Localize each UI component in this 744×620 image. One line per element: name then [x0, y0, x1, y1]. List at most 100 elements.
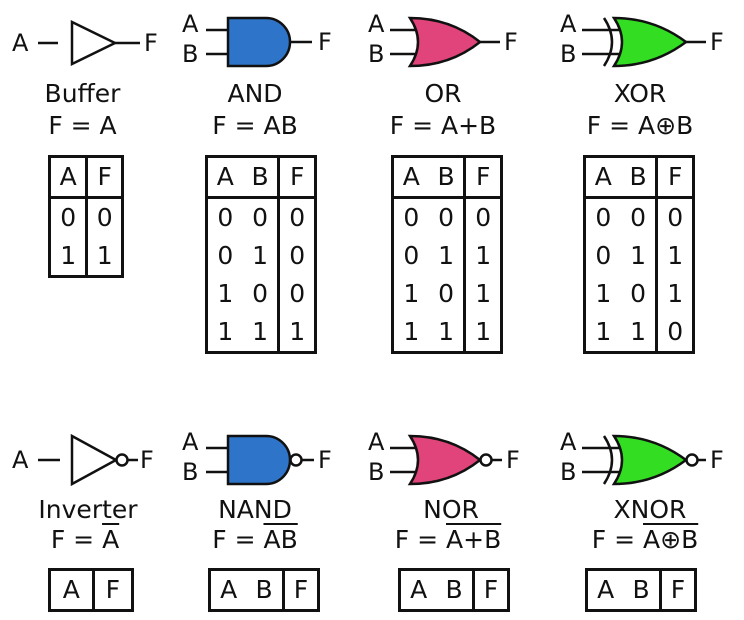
table-cell: 0 [252, 279, 268, 308]
table-header-row: A B F [206, 156, 316, 199]
table-cell: 1 [595, 317, 612, 346]
nand-input-b-label: B [182, 458, 199, 486]
table-header-f: F [471, 569, 509, 611]
table-header-a: A [220, 575, 238, 604]
table-header-row: A B F [210, 569, 319, 611]
table-cell: 0 [438, 203, 454, 232]
xor-name: XOR [613, 79, 667, 108]
table-cell: 0 [277, 275, 316, 313]
nand-gate: A B F [182, 430, 342, 490]
table-cell: 0 [217, 203, 234, 232]
table-cell: 1 [217, 317, 234, 346]
or-input-a-label: A [368, 10, 385, 38]
nand-formula-lhs: F = [212, 525, 264, 554]
xor-extra-curve [602, 17, 614, 67]
and-output-f-label: F [318, 28, 332, 56]
table-cell: 1 [277, 313, 316, 353]
table-cell: 0 [630, 279, 646, 308]
inverter-bubble [115, 453, 129, 467]
and-formula: F = AB [212, 111, 298, 140]
nand-input-a-label: A [182, 428, 199, 456]
xor-gate: A B F [560, 12, 730, 72]
xnor-symbol [582, 434, 706, 486]
nor-output-f-label: F [506, 446, 520, 474]
nand-name: NAND [218, 495, 292, 524]
nor-bubble [479, 453, 493, 467]
xnor-formula-lhs: F = [591, 525, 644, 554]
table-cell: 1 [463, 237, 502, 275]
nor-name: NOR [423, 495, 479, 524]
table-header-b: B [428, 156, 465, 199]
table-cell: 1 [630, 317, 646, 346]
table-header-row: A F [50, 569, 133, 611]
table-header-row: A F [49, 156, 123, 199]
xor-output-f-label: F [710, 28, 724, 56]
table-cell: 1 [630, 241, 646, 270]
nor-gate: A B F [368, 430, 528, 490]
nand-formula-rhs: AB [263, 525, 298, 554]
inverter-input-a-label: A [12, 446, 29, 474]
or-input-b-label: B [368, 40, 385, 68]
or-gate: A B F [368, 12, 528, 72]
table-cell: 1 [463, 275, 502, 313]
table-header-b: B [242, 156, 279, 199]
table-header-f: F [277, 156, 316, 199]
or-body [407, 16, 483, 68]
xnor-output-f-label: F [710, 446, 724, 474]
nand-output-f-label: F [318, 446, 332, 474]
xnor-formula-rhs: A⊕B [643, 525, 699, 554]
table-header-b: B [632, 575, 650, 604]
table-cell: 0 [60, 203, 77, 232]
table-header-b: B [445, 575, 463, 604]
table-cell: 1 [252, 317, 268, 346]
xor-symbol [582, 16, 706, 68]
table-header-f: F [85, 156, 123, 199]
xnor-gate: A B F [560, 430, 730, 490]
xnor-name: XNOR [613, 495, 687, 524]
nor-input-b-label: B [368, 458, 385, 486]
table-cell: 1 [403, 317, 420, 346]
and-input-a-label: A [182, 10, 199, 38]
inverter-gate: A F [12, 430, 162, 490]
table-header-a: A [410, 575, 428, 604]
or-output-f-label: F [504, 28, 518, 56]
table-header-a: A [206, 156, 243, 199]
inverter-triangle [70, 433, 119, 487]
xor-formula: F = A⊕B [575, 112, 705, 140]
nand-truth-table: A B F [208, 568, 320, 612]
xnor-bubble [685, 453, 699, 467]
nand-symbol [206, 434, 314, 486]
table-cell: 0 [438, 279, 454, 308]
xor-formula-rhs: A⊕B [638, 111, 694, 140]
nor-body [407, 434, 483, 486]
table-header-a: A [62, 575, 80, 604]
table-cell: 1 [60, 241, 77, 270]
nor-formula-lhs: F = [394, 525, 447, 554]
xor-input-a-label: A [560, 10, 577, 38]
table-cell: 0 [85, 197, 123, 237]
table-header-row: A B F [584, 156, 694, 199]
inverter-formula: F = A [30, 526, 140, 554]
nand-formula: F = AB [200, 526, 310, 554]
nand-bubble [289, 453, 303, 467]
table-cell: 1 [217, 279, 234, 308]
table-header-f: F [463, 156, 502, 199]
buffer-output-f-label: F [144, 29, 158, 57]
table-cell: 1 [403, 279, 420, 308]
and-gate: A B F [182, 12, 342, 72]
xnor-formula: F = A⊕B [580, 526, 710, 554]
xnor-extra-curve [602, 435, 614, 485]
buffer-gate: A F [12, 16, 162, 68]
table-header-b: B [255, 575, 273, 604]
table-cell: 1 [595, 279, 612, 308]
table-cell: 0 [463, 197, 502, 237]
